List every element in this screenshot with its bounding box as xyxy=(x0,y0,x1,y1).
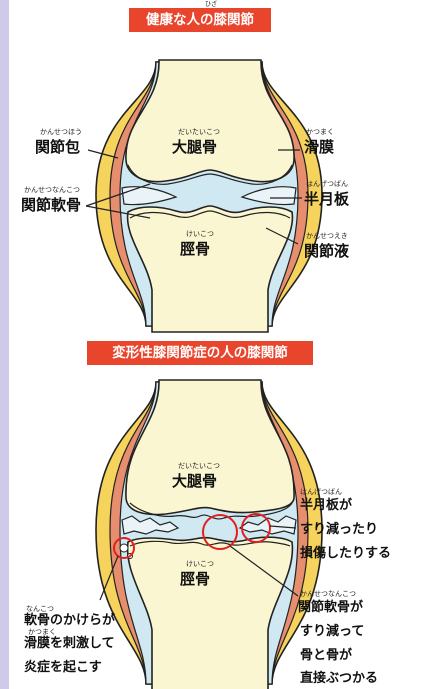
oa-meniscus-note-ruby: はんげつばん xyxy=(300,488,342,496)
healthy-knee-title-ruby: ひざ xyxy=(205,1,217,9)
label-capsule-ruby: かんせつほう xyxy=(40,128,82,136)
oa-meniscus-note-line3: 損傷したりする xyxy=(300,546,391,562)
label-joint-capsule: 関節包 xyxy=(35,138,80,156)
label-tibia: 脛骨 xyxy=(180,240,210,258)
oa-cartilage-note-line1: 関節軟骨が xyxy=(298,600,363,616)
oa-label-femur: 大腿骨 xyxy=(172,472,217,490)
label-femur: 大腿骨 xyxy=(172,138,217,156)
healthy-knee xyxy=(86,60,322,332)
oa-fragment-note-line3: 炎症を起こす xyxy=(24,660,102,676)
oa-cartilage-note-line2: すり減って xyxy=(300,624,364,640)
label-femur-ruby: だいたいこつ xyxy=(178,128,220,136)
oa-knee xyxy=(96,380,322,689)
oa-cartilage-note-line4: 直接ぶつかる xyxy=(300,671,378,687)
healthy-femur xyxy=(126,60,294,182)
oa-fragment-note-line1: 軟骨のかけらが xyxy=(24,613,115,629)
label-cartilage-ruby: かんせつなんこつ xyxy=(24,186,80,194)
label-joint-fluid: 関節液 xyxy=(304,242,349,260)
healthy-tibia xyxy=(128,206,293,332)
oa-meniscus-note-line1: 半月板が xyxy=(300,498,352,514)
label-articular-cartilage: 関節軟骨 xyxy=(21,196,81,214)
oa-label-tibia-ruby: けいこつ xyxy=(186,560,214,568)
oa-fragment-note-line2: 滑膜を刺激して xyxy=(24,636,115,652)
oa-label-tibia: 脛骨 xyxy=(180,570,210,588)
label-tibia-ruby: けいこつ xyxy=(186,230,214,238)
label-fluid-ruby: かんせつえき xyxy=(306,232,348,240)
oa-cartilage-note-ruby: かんせつなんこつ xyxy=(300,590,356,598)
oa-cartilage-note-line3: 骨と骨が xyxy=(300,648,352,664)
label-synovium-ruby: かつまく xyxy=(306,128,334,136)
oa-knee-title: 変形性膝関節症の人の膝関節 xyxy=(87,341,313,365)
label-meniscus-ruby: はんげつばん xyxy=(306,180,348,188)
oa-fragment-note-ruby2: かつまく xyxy=(28,628,56,636)
label-meniscus: 半月板 xyxy=(304,190,349,208)
label-synovium: 滑膜 xyxy=(304,138,334,156)
healthy-knee-title: 健康な人の膝関節 xyxy=(129,8,271,32)
oa-cartilage-fragment xyxy=(120,544,128,552)
oa-meniscus-note-line2: すり減ったり xyxy=(300,522,378,538)
oa-fragment-note-ruby1: なんこつ xyxy=(26,605,54,613)
oa-label-femur-ruby: だいたいこつ xyxy=(178,462,220,470)
